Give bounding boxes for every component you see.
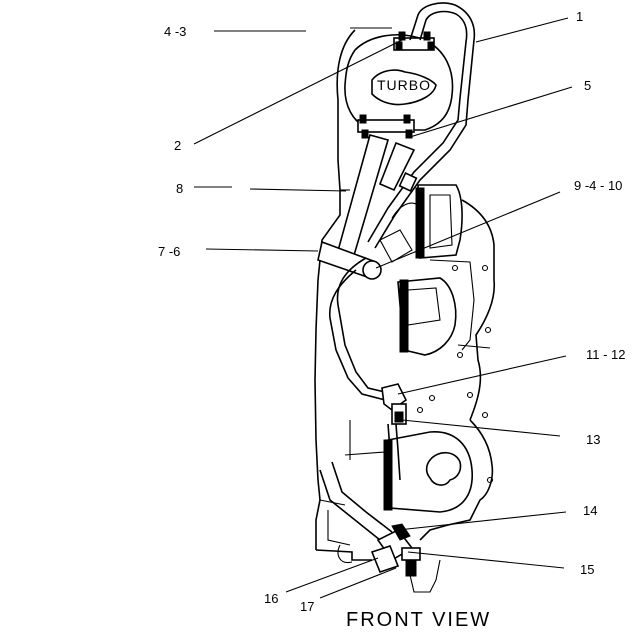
callout-9-4-10: 9 -4 - 10: [574, 178, 622, 193]
callout-labels: 4 -3 1 2 5 8 9 -4 - 10 7 -6 11 - 12 13 1…: [158, 9, 626, 614]
callout-15: 15: [580, 562, 594, 577]
view-caption: FRONT VIEW: [346, 609, 491, 631]
drain-tube: [335, 134, 418, 263]
callout-4-3: 4 -3: [164, 24, 186, 39]
elbow-fitting: [381, 383, 408, 425]
callout-13: 13: [586, 432, 600, 447]
callout-8: 8: [176, 181, 183, 196]
leader-lines: [193, 17, 573, 599]
engine-block-outline: [314, 29, 496, 593]
callout-7-6: 7 -6: [158, 244, 180, 259]
callout-14: 14: [583, 503, 597, 518]
turbo-label: TURBO: [377, 77, 431, 93]
callout-2: 2: [174, 138, 181, 153]
tube-clamp: [317, 240, 382, 280]
callout-16: 16: [264, 591, 278, 606]
bottom-fittings: [337, 523, 421, 577]
callout-1: 1: [576, 9, 583, 24]
pump-housing: [379, 184, 463, 356]
callout-11-12: 11 - 12: [586, 347, 626, 362]
callout-17: 17: [300, 599, 314, 614]
lower-housing: [344, 420, 473, 513]
callout-5: 5: [584, 78, 591, 93]
oil-line-left: [329, 257, 386, 401]
oil-supply-tube: [367, 2, 476, 249]
turbocharger: TURBO: [344, 31, 454, 139]
lower-drain-line: [319, 423, 401, 541]
